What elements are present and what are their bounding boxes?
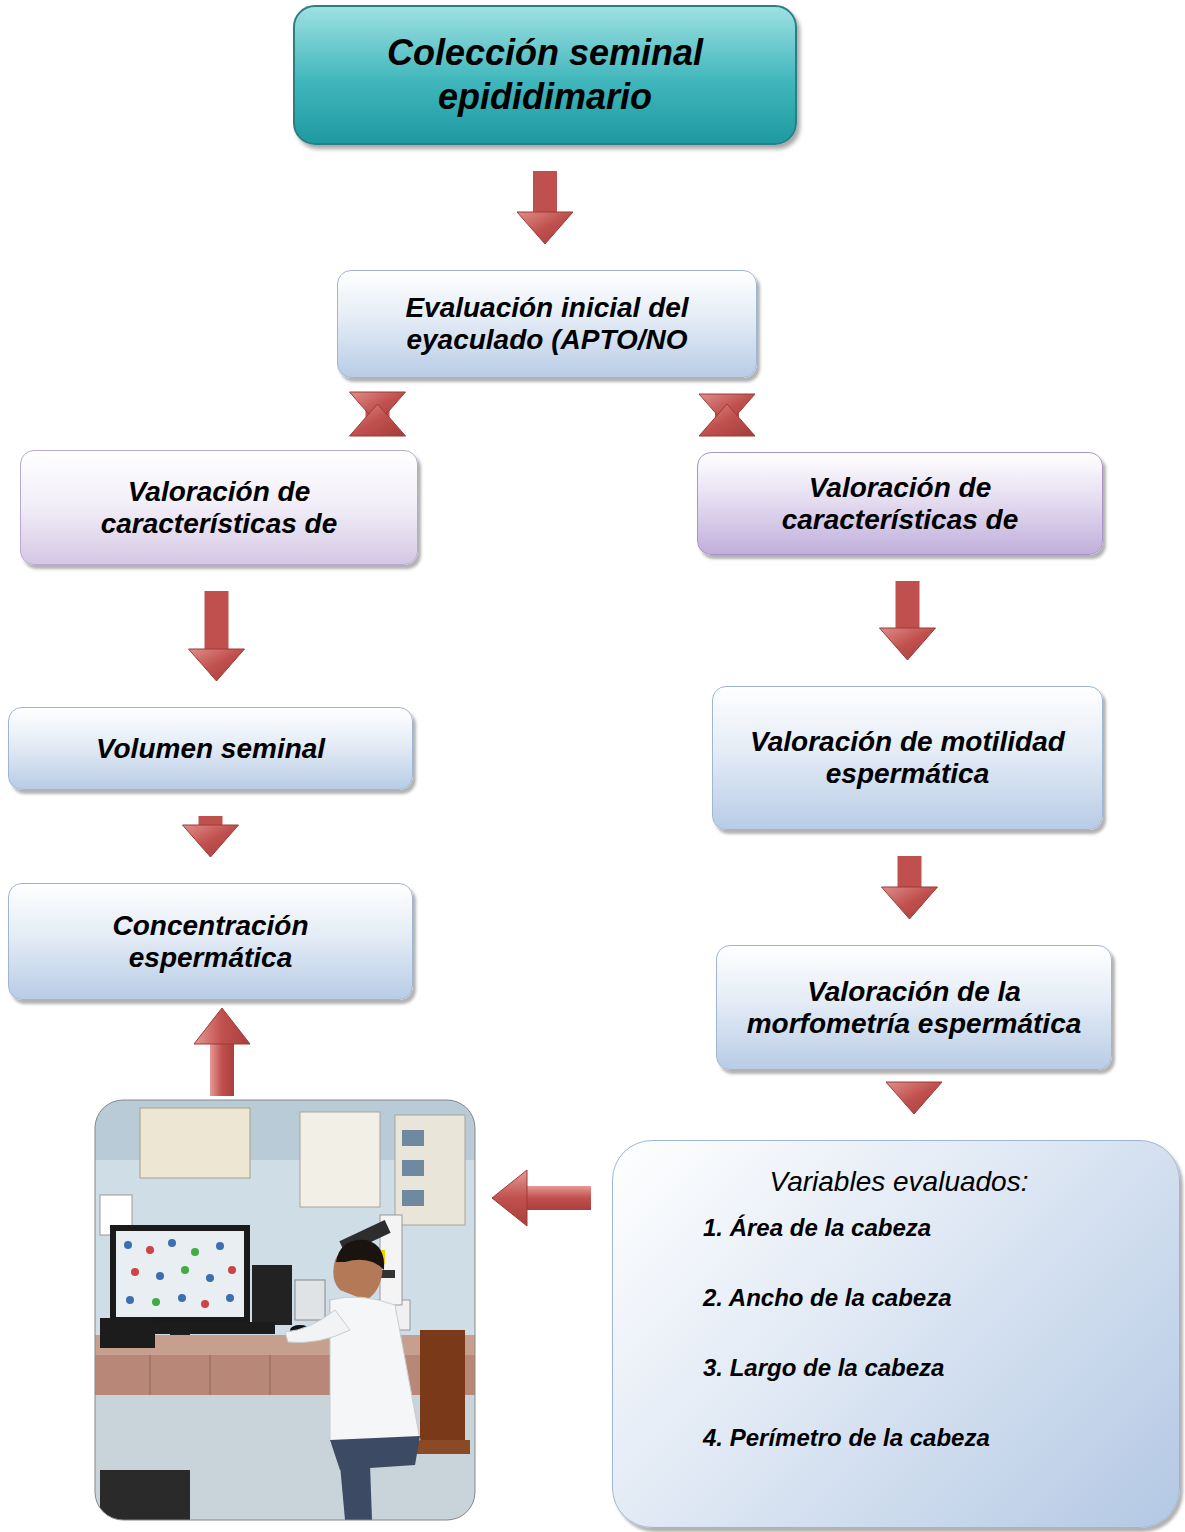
- block-arrow: [350, 392, 406, 436]
- arrow-head: [880, 628, 936, 660]
- process-box: Valoración de características de: [697, 452, 1103, 555]
- box-label: Valoración de características de: [39, 476, 399, 540]
- lab-photo: [95, 1100, 475, 1520]
- box-label: Colección seminal epididimario: [313, 31, 777, 119]
- block-arrow: [517, 171, 573, 244]
- box-label: Valoración de motilidad espermática: [731, 726, 1084, 790]
- block-arrow: [492, 1170, 591, 1226]
- box-label: Variables evaluados:: [643, 1165, 1155, 1199]
- arrow-shaft: [898, 856, 922, 889]
- arrow-head: [350, 404, 406, 436]
- arrow-head: [189, 649, 245, 681]
- process-box: Valoración de la morfometría espermática: [716, 945, 1112, 1070]
- block-arrow: [183, 816, 239, 857]
- arrow-head: [183, 825, 239, 857]
- process-box: Volumen seminal: [8, 707, 413, 790]
- start-box: Colección seminal epididimario: [293, 5, 797, 145]
- box-label: Valoración de características de: [716, 472, 1084, 536]
- arrow-head: [882, 887, 938, 919]
- list-box: Variables evaluados: 1. Área de la cabeza…: [612, 1140, 1180, 1528]
- list-item: 4. Perímetro de la cabeza: [643, 1423, 1155, 1453]
- arrow-shaft: [533, 171, 557, 214]
- arrow-head: [886, 1082, 942, 1114]
- list-item: 2. Ancho de la cabeza: [643, 1283, 1155, 1313]
- list-item: 1. Área de la cabeza: [643, 1213, 1155, 1243]
- arrow-shaft: [896, 581, 920, 630]
- process-box: Valoración de características de: [20, 450, 418, 565]
- box-label: Volumen seminal: [96, 733, 325, 765]
- block-arrow: [880, 581, 936, 660]
- list-item: 3. Largo de la cabeza: [643, 1353, 1155, 1383]
- arrow-head: [517, 212, 573, 244]
- arrow-head: [699, 404, 755, 436]
- block-arrow: [189, 591, 245, 681]
- block-arrow: [194, 1008, 250, 1096]
- box-label: Evaluación inicial del eyaculado (APTO/N…: [356, 292, 738, 356]
- process-box: Concentración espermática: [8, 883, 413, 1000]
- box-label: Concentración espermática: [27, 910, 394, 974]
- block-arrow: [699, 394, 755, 436]
- arrow-shaft: [205, 591, 229, 651]
- process-box: Evaluación inicial del eyaculado (APTO/N…: [337, 270, 757, 378]
- photo-frame: [95, 1100, 475, 1520]
- block-arrow: [882, 856, 938, 919]
- box-label: Valoración de la morfometría espermática: [735, 976, 1093, 1040]
- block-arrow: [886, 1082, 942, 1114]
- process-box: Valoración de motilidad espermática: [712, 686, 1103, 830]
